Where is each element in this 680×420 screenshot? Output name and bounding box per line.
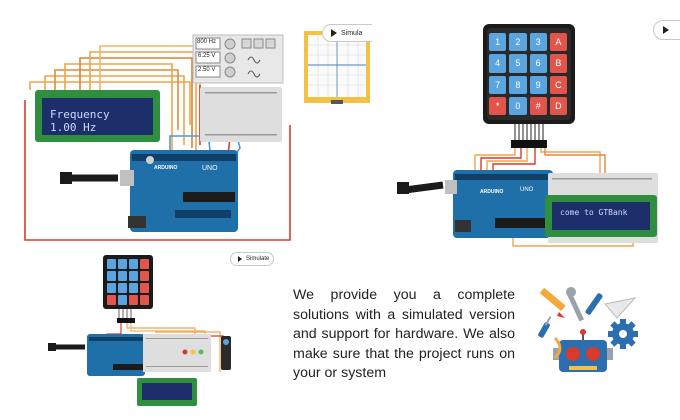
keypad-key[interactable]: 2 [509, 33, 527, 52]
fg-frequency-value: 800 Hz [197, 39, 217, 45]
keypad-key[interactable]: 1 [489, 33, 507, 52]
keypad-key[interactable]: 6 [529, 54, 547, 73]
paper-plane-icon [604, 297, 637, 319]
pen-icon [585, 293, 603, 315]
keypad-4x4-small [107, 259, 149, 305]
service-description: We provide you a complete solutions with… [293, 287, 515, 382]
keypad-key[interactable] [107, 295, 116, 305]
screwdriver-icon [538, 316, 552, 338]
keypad-key[interactable]: D [549, 96, 567, 115]
simulate-button-small[interactable]: Simulate [230, 252, 274, 266]
simulate-button-top-right[interactable] [653, 20, 680, 40]
lcd-frequency-line1: Frequency [50, 108, 110, 121]
keypad-key[interactable] [107, 271, 116, 281]
gear-icon [608, 319, 638, 349]
keypad-key[interactable] [118, 295, 127, 305]
keypad-key[interactable] [140, 283, 149, 293]
keypad-key[interactable]: 5 [509, 54, 527, 73]
keypad-key[interactable]: * [489, 96, 507, 115]
keypad-4x4: 1 2 3 A 4 5 6 B 7 8 9 C * 0 # D [489, 33, 567, 115]
play-icon [238, 256, 242, 262]
keypad-key[interactable] [140, 295, 149, 305]
keypad-key[interactable] [118, 259, 127, 269]
keypad-key[interactable]: 4 [489, 54, 507, 73]
keypad-key[interactable] [118, 283, 127, 293]
fg-offset-value: 2.50 V [198, 67, 216, 73]
keypad-key[interactable]: B [549, 54, 567, 73]
keypad-key[interactable] [107, 259, 116, 269]
board-model-label: UNO [520, 187, 534, 193]
keypad-key[interactable]: C [549, 75, 567, 94]
keypad-key[interactable] [107, 283, 116, 293]
keypad-key[interactable]: 0 [509, 96, 527, 115]
keypad-key[interactable]: # [529, 96, 547, 115]
simulate-label: Simulate [246, 256, 270, 262]
simulate-label: Simula [341, 29, 363, 37]
keypad-key[interactable] [140, 271, 149, 281]
keypad-key[interactable]: 8 [509, 75, 527, 94]
keypad-key[interactable] [129, 259, 138, 269]
lcd-bank-text: come to GTBank [560, 208, 628, 217]
tools-robot-illustration [538, 287, 638, 372]
board-brand-label: ARDUINO [480, 189, 504, 195]
keypad-key[interactable] [129, 295, 138, 305]
fg-amplitude-value: 6.25 V [198, 53, 216, 59]
keypad-key[interactable] [118, 271, 127, 281]
keypad-key[interactable] [140, 259, 149, 269]
circuit-scene-frequency [24, 34, 291, 241]
keypad-key[interactable]: 9 [529, 75, 547, 94]
wrench-icon [566, 287, 585, 322]
keypad-key[interactable]: 7 [489, 75, 507, 94]
keypad-key[interactable]: 3 [529, 33, 547, 52]
keypad-key[interactable]: A [549, 33, 567, 52]
board-brand-label: ARDUINO [154, 165, 178, 171]
play-icon [331, 29, 337, 37]
board-model-label: UNO [202, 165, 218, 172]
pencil-icon [540, 288, 566, 318]
robot-icon [553, 329, 613, 372]
lcd-frequency-line2: 1.00 Hz [50, 121, 97, 134]
circuit-scene-keypad-small [48, 255, 231, 406]
keypad-key[interactable] [129, 283, 138, 293]
keypad-key[interactable] [129, 271, 138, 281]
play-icon [663, 26, 669, 34]
simulate-button-scope[interactable]: Simula [322, 24, 372, 42]
oscilloscope-panel [304, 31, 370, 104]
